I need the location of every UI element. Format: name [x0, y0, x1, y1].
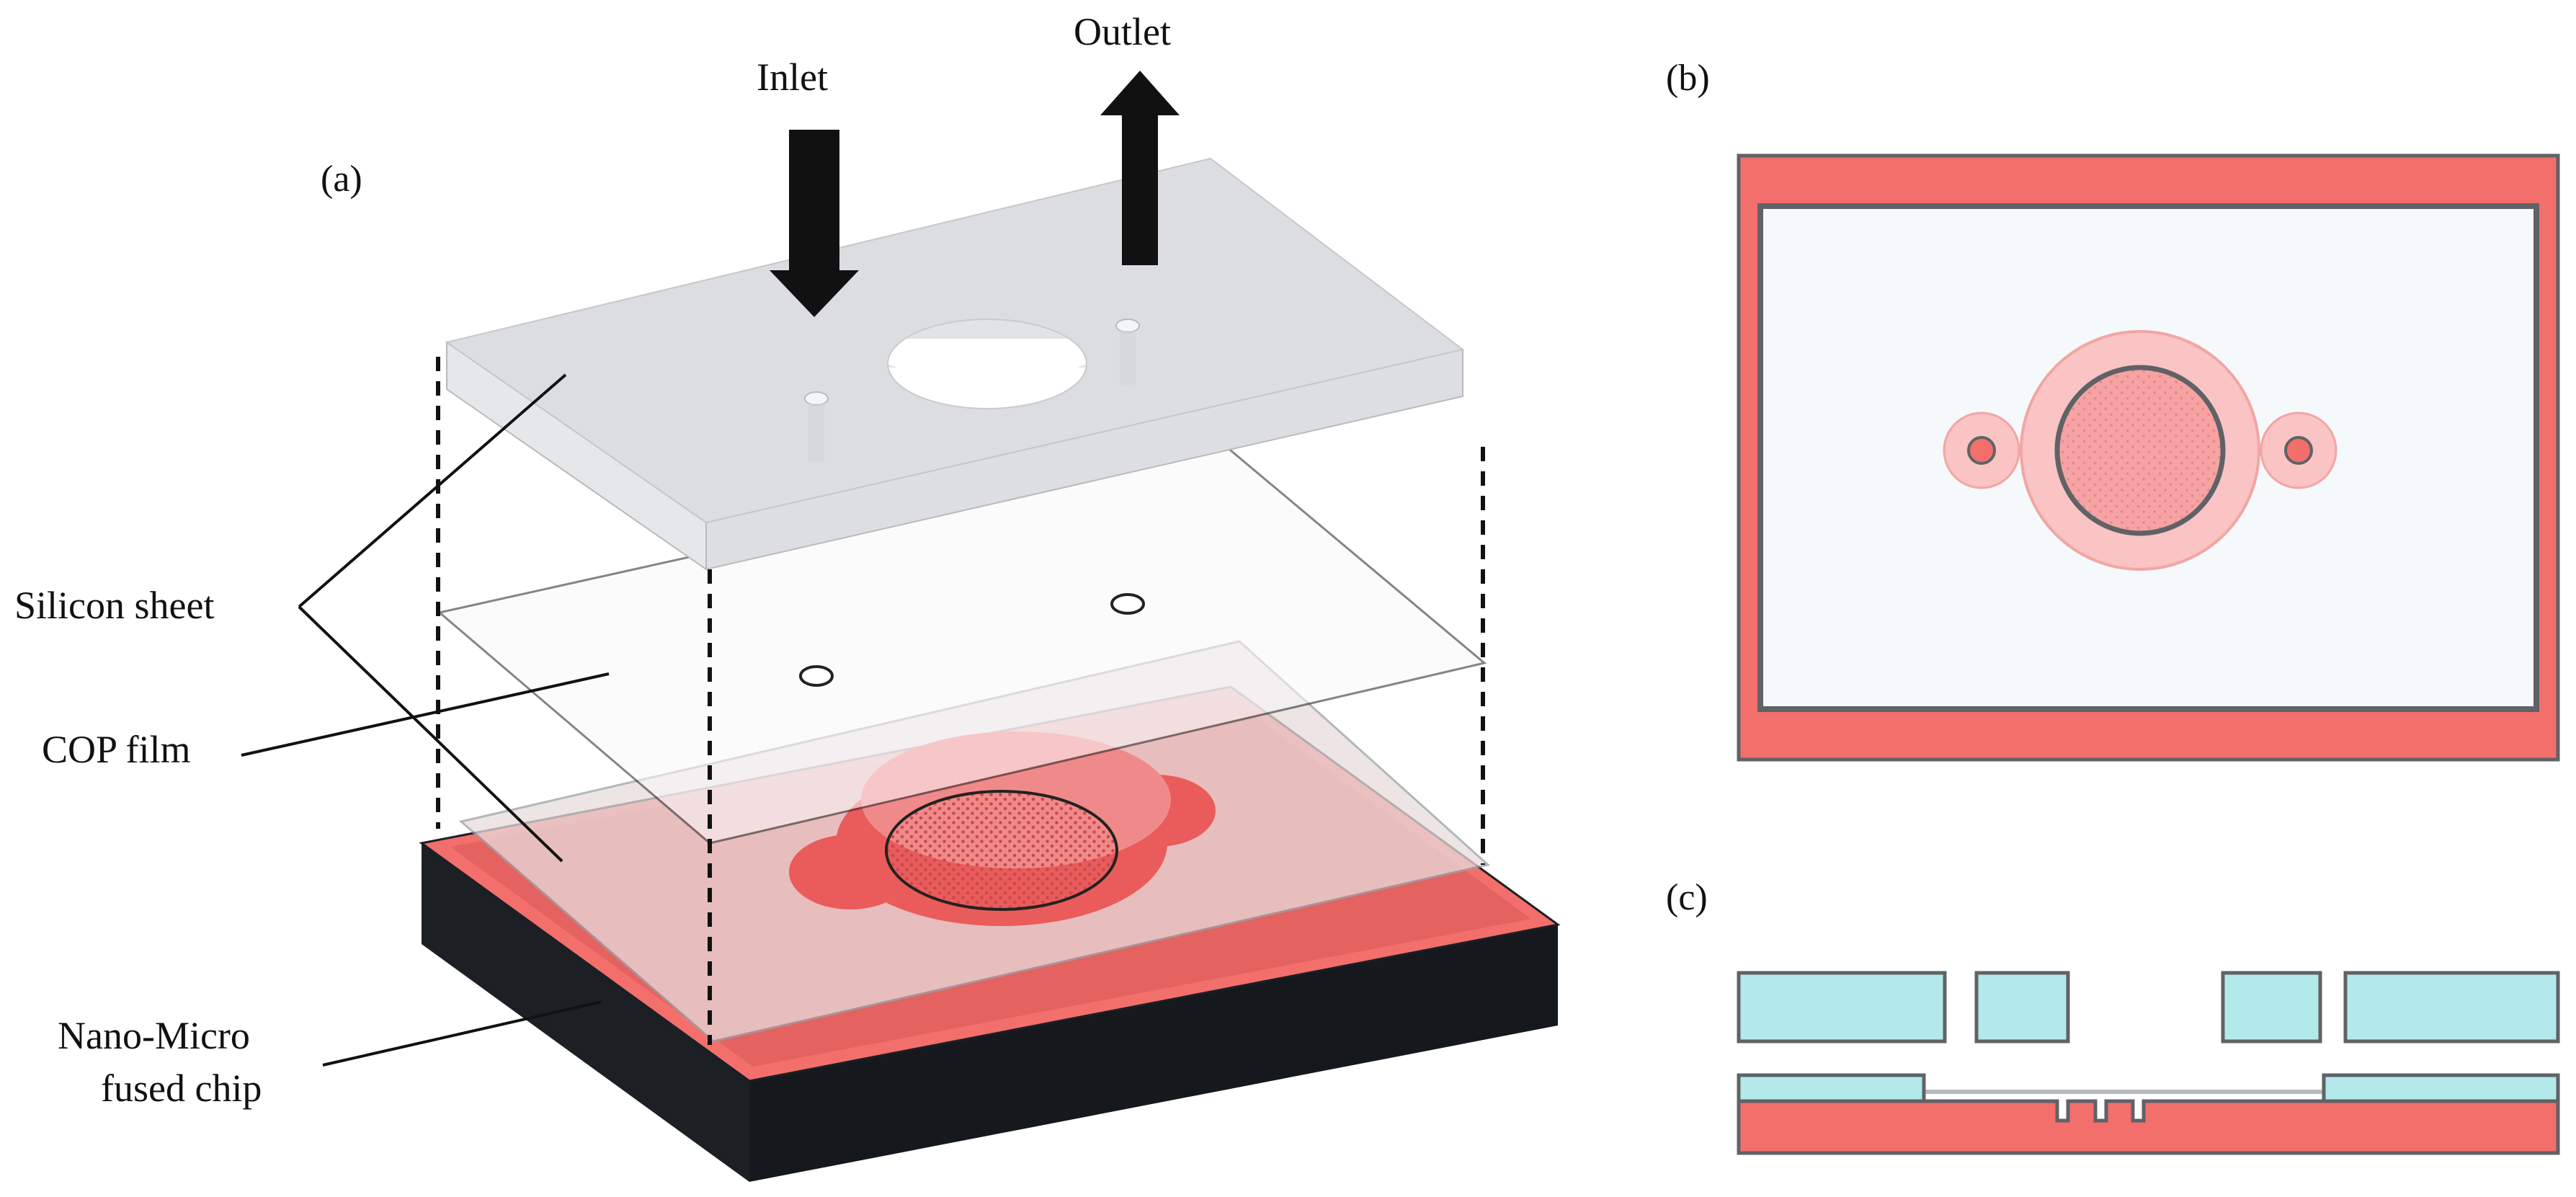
- silicon-sheet-label: Silicon sheet: [14, 584, 214, 627]
- projection-lines: [436, 357, 1485, 1045]
- upper-silicon-1: [1737, 971, 1947, 1044]
- panel-b: (b): [1666, 58, 2560, 762]
- upper-silicon-4: [2343, 971, 2560, 1044]
- top-sheet-small-hole-left: [804, 391, 829, 406]
- chip-label-line2: fused chip: [101, 1067, 262, 1110]
- inlet-label: Inlet: [757, 55, 828, 99]
- chip-front-face: [422, 843, 749, 1182]
- lower-silicon-left: [1737, 1073, 1926, 1103]
- top-silicon-sheet: [445, 157, 1465, 571]
- chip-label-line1: Nano-Micro: [58, 1014, 250, 1057]
- outlet-port-b: [2284, 436, 2313, 465]
- outlet-label: Outlet: [1074, 10, 1171, 53]
- chip-cross-section: [1737, 1099, 2560, 1155]
- outlet-arrow: [1100, 71, 1180, 265]
- panel-c: (c): [1666, 877, 2560, 1155]
- panel-a-label: (a): [321, 159, 362, 200]
- top-sheet-small-hole-right: [1115, 319, 1140, 333]
- chip-right-face: [749, 925, 1558, 1182]
- inlet-arrow: [770, 130, 859, 317]
- cop-film-label: COP film: [42, 728, 191, 771]
- panel-a: (a) Inlet Outlet Silicon sheet COP film …: [14, 10, 1561, 1182]
- upper-silicon-3: [2221, 971, 2322, 1044]
- leader-lines: [241, 373, 610, 1067]
- cop-film-hole-right: [1110, 593, 1145, 615]
- inlet-port-b: [1967, 436, 1996, 465]
- upper-silicon-2: [1974, 971, 2070, 1044]
- cop-film-hole-left: [799, 665, 834, 687]
- nano-micro-area: [885, 790, 1118, 911]
- panel-c-label: (c): [1666, 877, 1708, 918]
- lower-silicon-right: [2322, 1073, 2560, 1103]
- panel-b-label: (b): [1666, 58, 1710, 99]
